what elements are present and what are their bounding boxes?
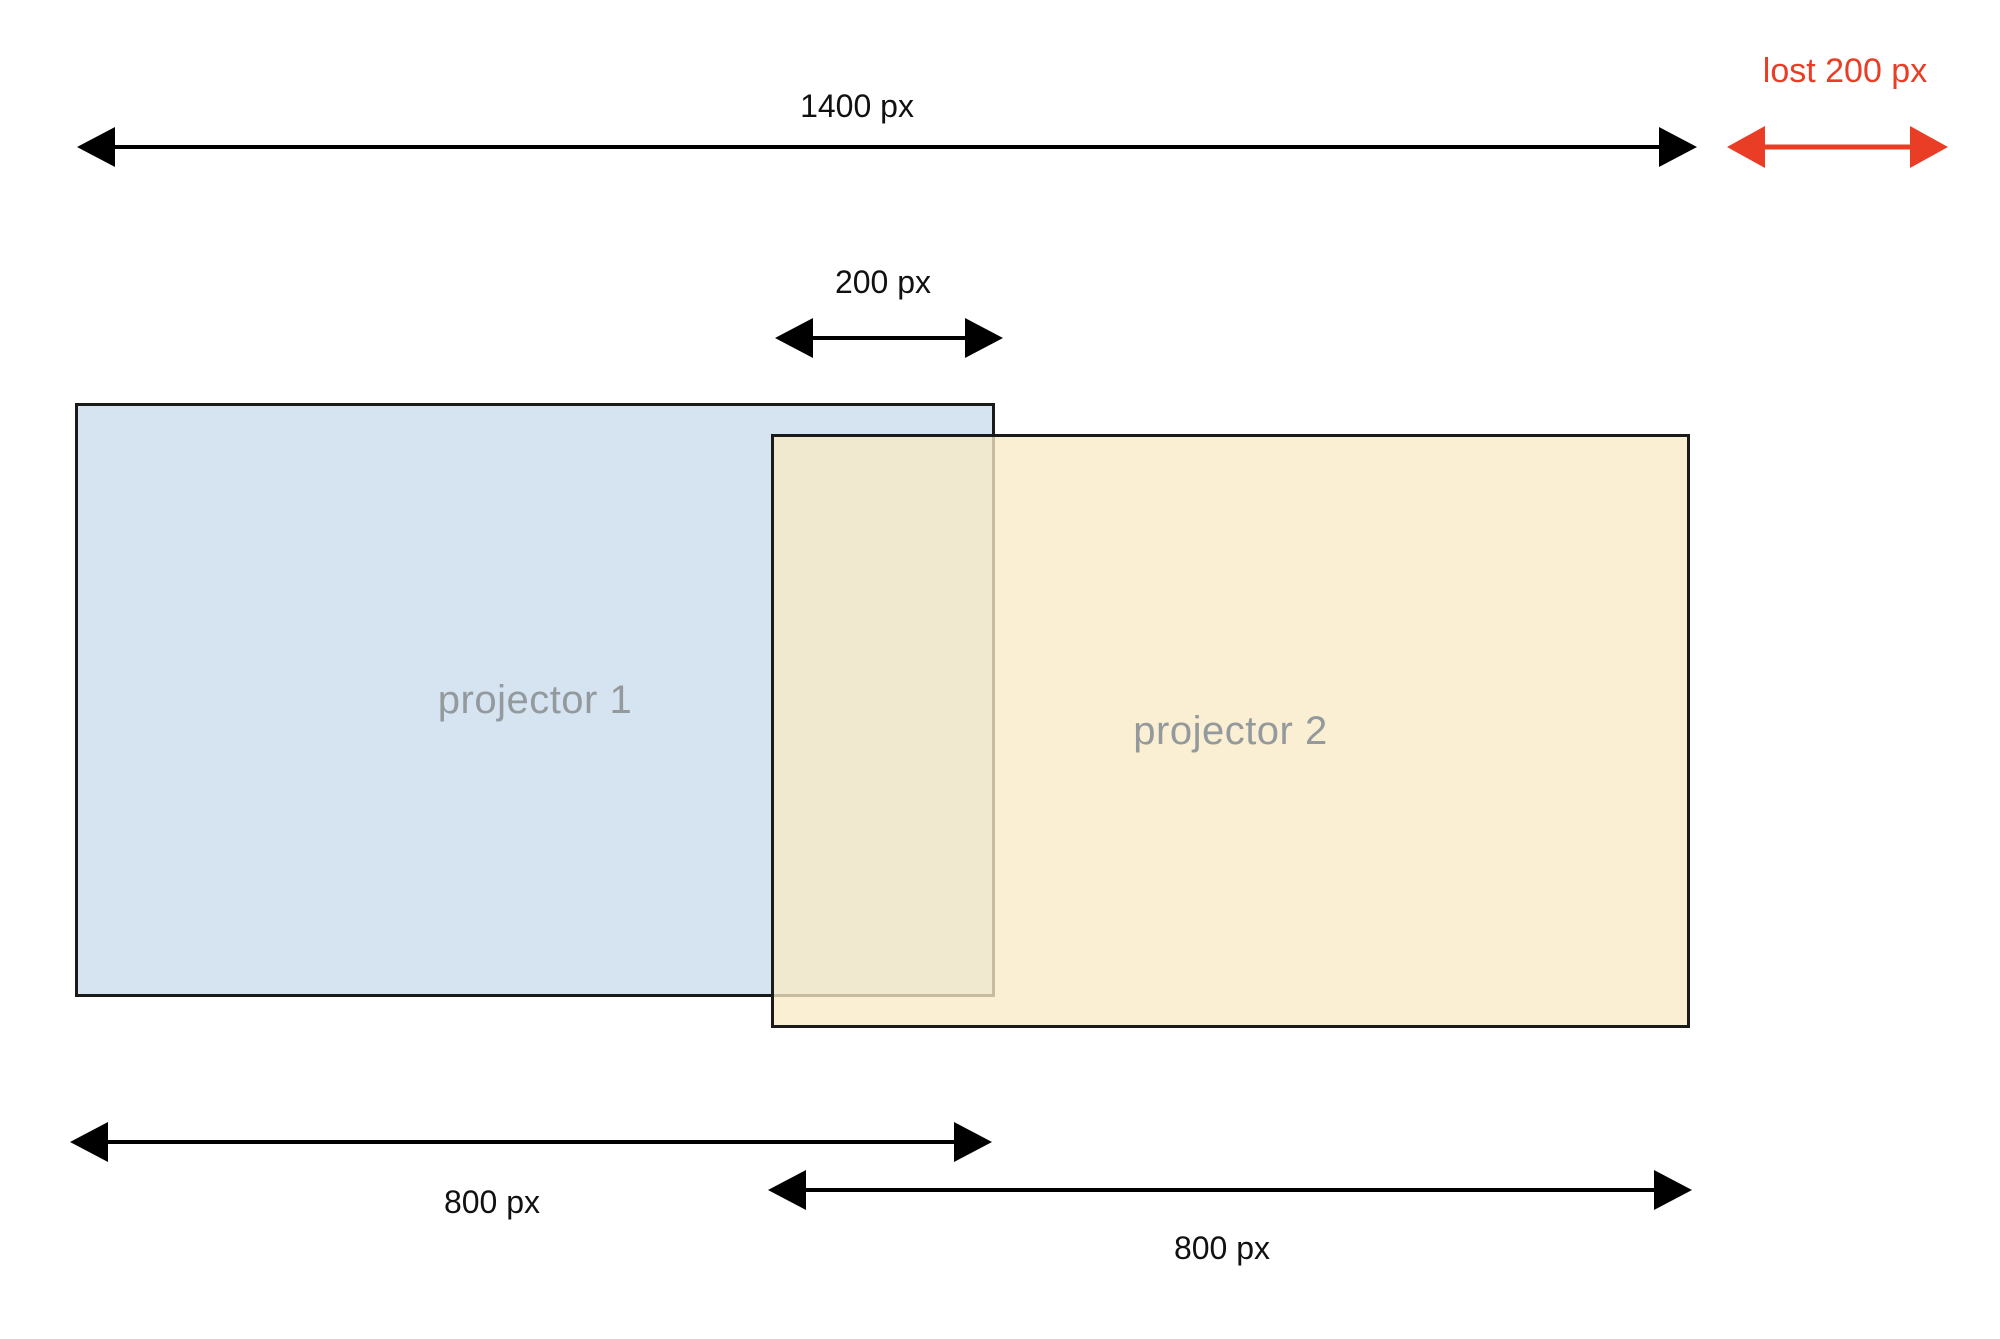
lost-width-arrow bbox=[1727, 126, 1948, 168]
projector2-width-label: 800 px bbox=[1173, 1230, 1271, 1266]
total-width-arrow bbox=[77, 127, 1697, 167]
overlap-width-arrow bbox=[775, 318, 1003, 358]
projector2-rect: projector 2 bbox=[771, 434, 1690, 1028]
projector2-rect-label: projector 2 bbox=[1133, 708, 1328, 753]
projector1-width-label: 800 px bbox=[443, 1184, 541, 1220]
overlap-width-label: 200 px bbox=[834, 264, 932, 300]
projector1-rect-label: projector 1 bbox=[437, 677, 633, 722]
lost-width-label: lost 200 px bbox=[1762, 52, 1928, 90]
projector2-width-arrow bbox=[768, 1170, 1692, 1210]
projector1-width-arrow bbox=[70, 1122, 992, 1162]
total-width-label: 1400 px bbox=[800, 88, 914, 124]
